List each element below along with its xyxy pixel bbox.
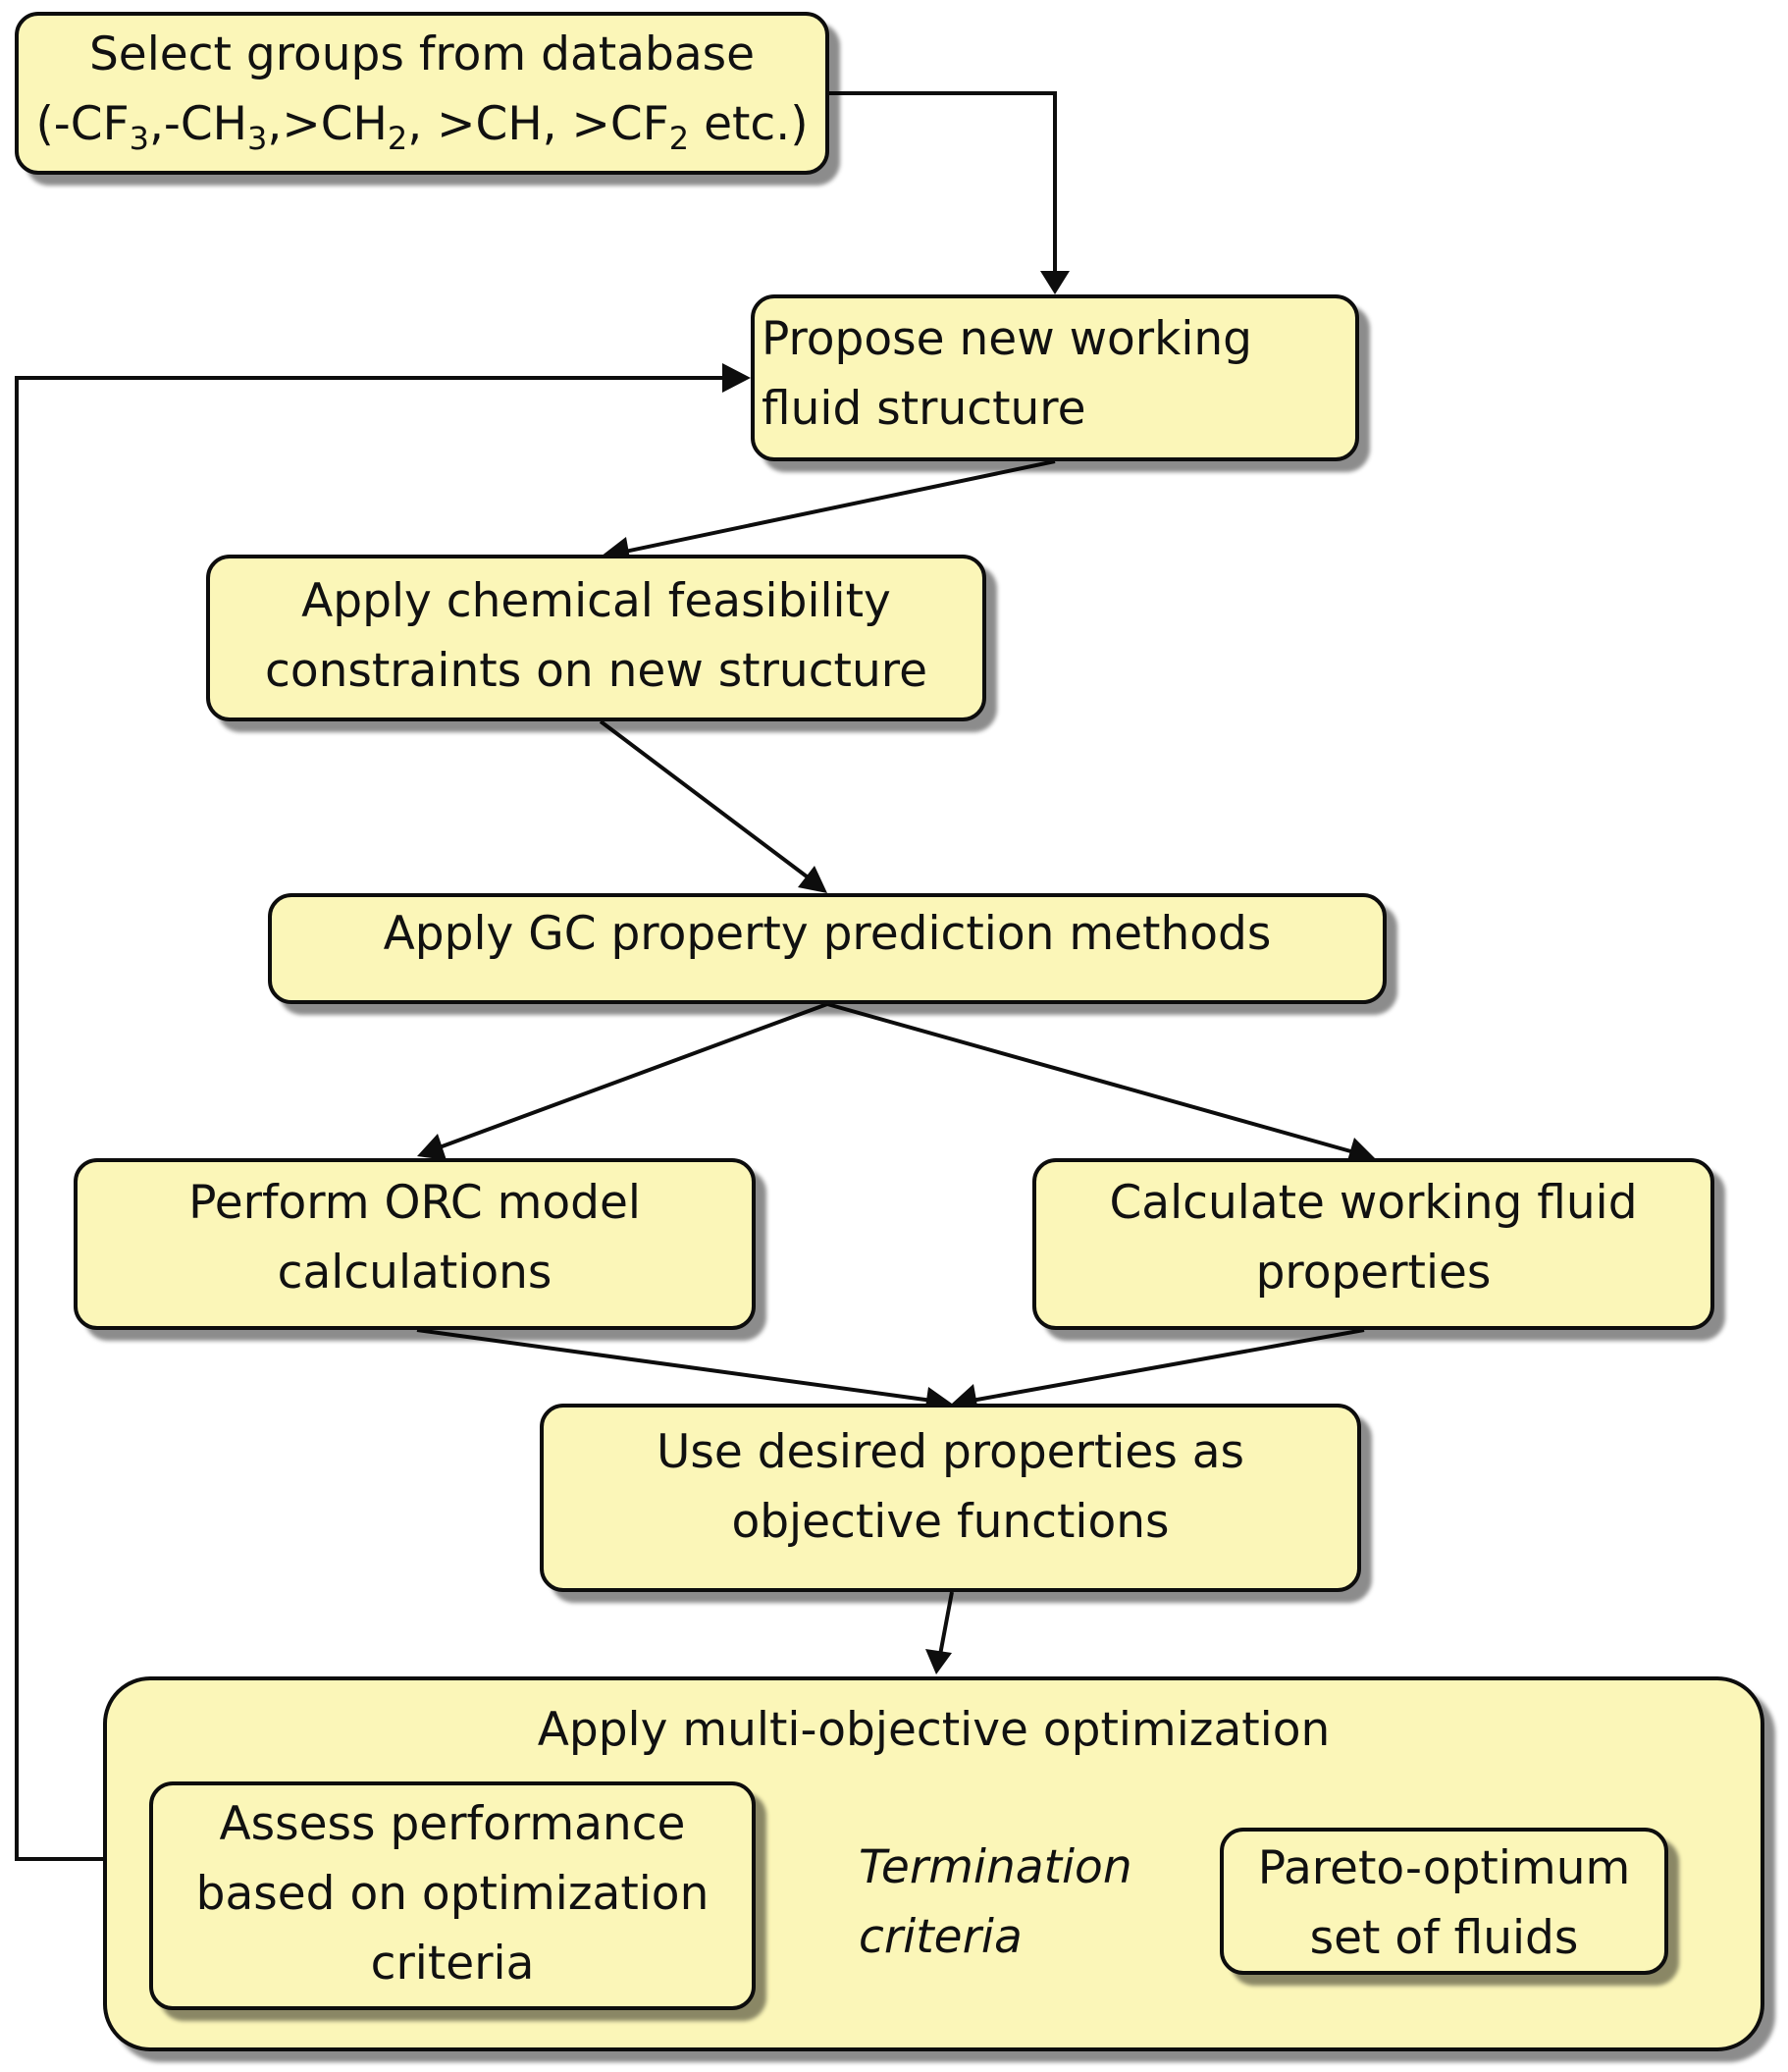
termination-line2: criteria [859, 1910, 1023, 1964]
arrow-propose-to-feasibility [619, 459, 1056, 555]
orc-model-label: Perform ORC model calculations [74, 1168, 756, 1307]
propose-structure-label: Propose new working fluid structure [762, 304, 1350, 444]
subscript: 3 [247, 120, 268, 157]
termination-line1: Termination [859, 1840, 1132, 1894]
pareto-line2: set of fluids [1309, 1911, 1579, 1965]
fluid-properties-label: Calculate working fluid properties [1032, 1168, 1714, 1307]
gc-methods-line1: Apply GC property prediction methods [383, 907, 1272, 961]
arrowhead-feedback-loop [722, 363, 751, 393]
fluid-properties-line2: properties [1255, 1246, 1492, 1300]
subscript: 2 [387, 120, 408, 157]
assess-performance-label: Assess performance based on optimization… [149, 1789, 756, 1998]
propose-line1: Propose new working [762, 312, 1252, 366]
pareto-line1: Pareto-optimum [1257, 1841, 1631, 1895]
feasibility-label: Apply chemical feasibility constraints o… [206, 566, 986, 706]
assess-line3: criteria [370, 1937, 535, 1991]
optimization-title: Apply multi-objective optimization [103, 1695, 1764, 1765]
objective-line2: objective functions [731, 1495, 1170, 1549]
select-groups-node [15, 12, 829, 175]
termination-criteria-label: Termination criteria [859, 1833, 1183, 1972]
objective-functions-node [540, 1404, 1361, 1592]
propose-structure-node [751, 294, 1359, 461]
assess-performance-node [149, 1781, 756, 2010]
select-groups-label: Select groups from database (-CF3,-CH3,>… [15, 20, 829, 159]
arrowhead-gc-to-orc [417, 1134, 447, 1160]
arrowhead-feasibility-to-gc [798, 866, 827, 893]
pareto-set-label: Pareto-optimum set of fluids [1220, 1833, 1668, 1973]
assess-line1: Assess performance [219, 1797, 686, 1851]
orc-model-line2: calculations [277, 1246, 552, 1300]
assess-line2: based on optimization [195, 1867, 710, 1921]
arrowhead-objective-to-optimization [925, 1649, 952, 1674]
formula-part: etc.) [689, 97, 809, 151]
pareto-set-node [1220, 1828, 1668, 1975]
arrow-objective-to-optimization [938, 1591, 954, 1656]
arrow-properties-to-objective [971, 1328, 1365, 1403]
arrow-feasibility-to-gc [599, 719, 813, 881]
feasibility-line1: Apply chemical feasibility [301, 574, 891, 628]
gc-methods-node [268, 893, 1387, 1004]
objective-line1: Use desired properties as [656, 1425, 1245, 1479]
arrow-select-to-propose [824, 91, 1057, 290]
fluid-properties-line1: Calculate working fluid [1109, 1176, 1638, 1230]
formula-part: ,>CH [267, 97, 388, 151]
optimization-title-line: Apply multi-objective optimization [537, 1703, 1331, 1757]
fluid-properties-node [1032, 1158, 1714, 1330]
feasibility-line2: constraints on new structure [265, 644, 927, 698]
arrowhead-select-to-propose [1040, 271, 1070, 294]
formula-part: (-CF [35, 97, 130, 151]
formula-part: ,-CH [148, 97, 248, 151]
gc-methods-label: Apply GC property prediction methods [268, 899, 1387, 969]
feasibility-node [206, 555, 986, 721]
arrow-gc-to-orc [436, 1002, 828, 1150]
subscript: 2 [668, 120, 690, 157]
formula-part: , >CH, >CF [407, 97, 669, 151]
select-groups-line2: (-CF3,-CH3,>CH2, >CH, >CF2 etc.) [15, 89, 829, 159]
orc-model-node [74, 1158, 756, 1330]
arrow-orc-to-objective [416, 1328, 933, 1403]
arrowhead-gc-to-properties [1346, 1138, 1375, 1164]
propose-line2: fluid structure [762, 382, 1086, 436]
arrow-gc-to-properties [826, 1002, 1355, 1154]
objective-functions-label: Use desired properties as objective func… [540, 1417, 1361, 1557]
orc-model-line1: Perform ORC model [188, 1176, 641, 1230]
select-groups-line1: Select groups from database [88, 27, 756, 81]
subscript: 3 [129, 120, 149, 157]
arrow-feedback-loop [15, 376, 734, 1861]
